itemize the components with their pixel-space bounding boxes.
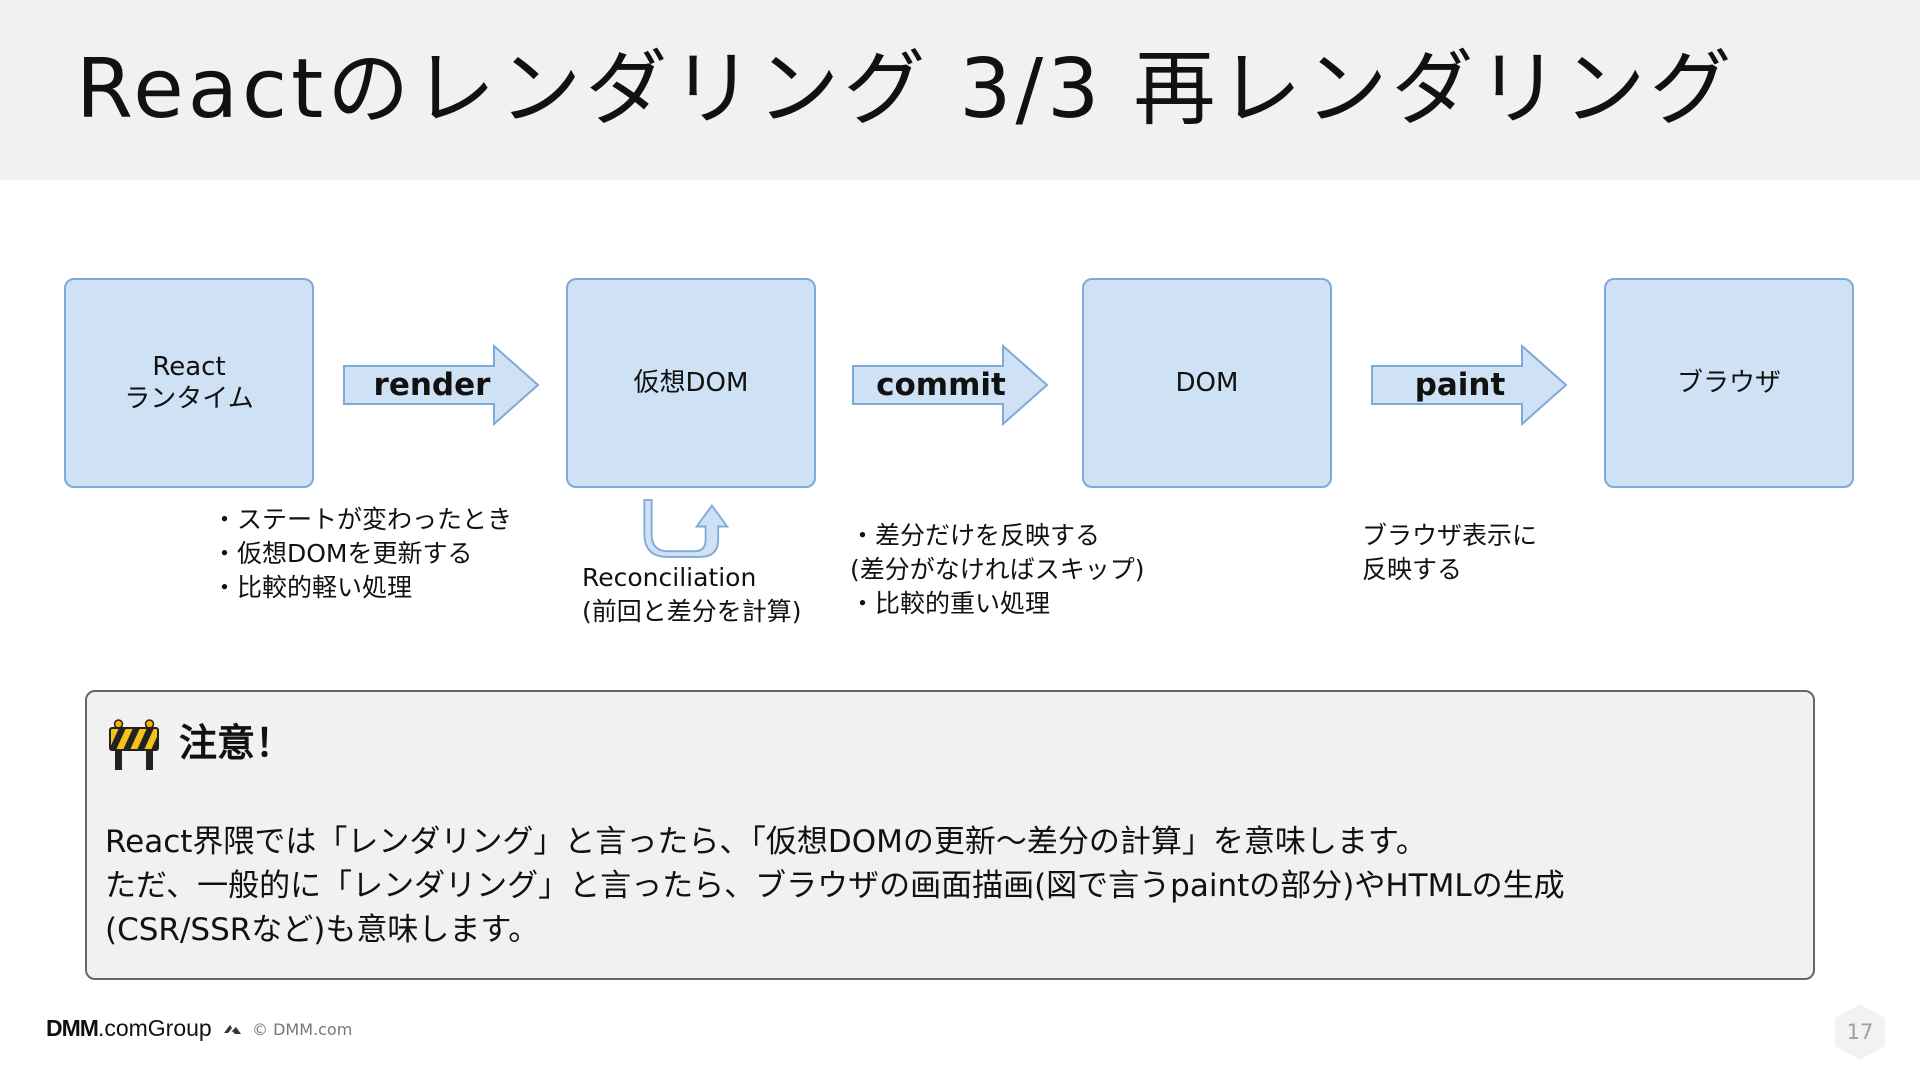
reconciliation-note-item: (前回と差分を計算): [582, 597, 802, 626]
commit-note-item: ・比較的重い処理: [850, 589, 1051, 618]
virtual-dom-box: 仮想DOM: [566, 278, 816, 488]
paint-arrow: paint: [1370, 344, 1570, 426]
dom-label: DOM: [1175, 368, 1239, 398]
logo-com-text: .com: [97, 1015, 148, 1041]
react-runtime-label-line2: ランタイム: [124, 384, 254, 414]
page-number-badge: 17: [1834, 1003, 1886, 1061]
commit-arrow-label: commit: [876, 367, 1006, 403]
render-note-item: ・ステートが変わったとき: [212, 505, 513, 534]
render-note-item: ・仮想DOMを更新する: [212, 539, 473, 568]
slide-title: Reactのレンダリング 3/3 再レンダリング: [76, 42, 1736, 137]
browser-label: ブラウザ: [1676, 368, 1781, 398]
caution-line: (CSR/SSRなど)も意味します。: [105, 912, 540, 948]
logo-mark-icon: [224, 1024, 242, 1034]
paint-note-item: ブラウザ表示に: [1362, 521, 1538, 550]
react-runtime-label-line1: React: [152, 352, 226, 382]
paint-notes: ブラウザ表示に 反映する: [1362, 519, 1537, 587]
caution-line: ただ、一般的に「レンダリング」と言ったら、ブラウザの画面描画(図で言うpaint…: [105, 868, 1565, 904]
paint-note-item: 反映する: [1362, 555, 1463, 584]
dom-box: DOM: [1082, 278, 1332, 488]
virtual-dom-label: 仮想DOM: [633, 368, 749, 398]
reconciliation-loop-arrow-icon: [643, 498, 730, 558]
browser-box: ブラウザ: [1604, 278, 1854, 488]
reconciliation-note-item: Reconciliation: [582, 563, 757, 592]
commit-arrow-shape: [852, 344, 1049, 426]
render-arrow: render: [342, 344, 542, 426]
commit-notes: ・差分だけを反映する (差分がなければスキップ) ・比較的重い処理: [850, 519, 1145, 621]
commit-arrow: commit: [851, 344, 1051, 426]
dmm-group-logo: DMM.comGroup: [46, 1014, 242, 1042]
render-notes: ・ステートが変わったとき ・仮想DOMを更新する ・比較的軽い処理: [212, 503, 512, 605]
reconciliation-notes: Reconciliation (前回と差分を計算): [582, 561, 802, 629]
caution-box: 注意！ React界隈では「レンダリング」と言ったら、「仮想DOMの更新～差分の…: [85, 690, 1815, 980]
logo-group-text: Group: [147, 1015, 212, 1041]
react-runtime-box: React ランタイム: [64, 278, 314, 488]
commit-note-item: ・差分だけを反映する: [850, 521, 1101, 550]
render-arrow-label: render: [373, 367, 491, 403]
construction-barrier-icon: [109, 719, 159, 770]
logo-dmm-text: DMM: [46, 1015, 99, 1041]
caution-body: React界隈では「レンダリング」と言ったら、「仮想DOMの更新～差分の計算」を…: [105, 820, 1795, 952]
paint-arrow-label: paint: [1414, 367, 1506, 403]
caution-title: 注意！: [179, 721, 294, 765]
render-arrow-shape: [343, 344, 540, 426]
commit-note-item: (差分がなければスキップ): [850, 555, 1145, 584]
copyright-text: © DMM.com: [252, 1020, 353, 1039]
paint-arrow-shape: [1371, 344, 1568, 426]
caution-line: React界隈では「レンダリング」と言ったら、「仮想DOMの更新～差分の計算」を…: [105, 824, 1427, 860]
page-number: 17: [1846, 1020, 1874, 1044]
hexagon-badge-icon: [1835, 1004, 1885, 1060]
title-bar: Reactのレンダリング 3/3 再レンダリング: [0, 0, 1920, 180]
render-note-item: ・比較的軽い処理: [212, 573, 413, 602]
